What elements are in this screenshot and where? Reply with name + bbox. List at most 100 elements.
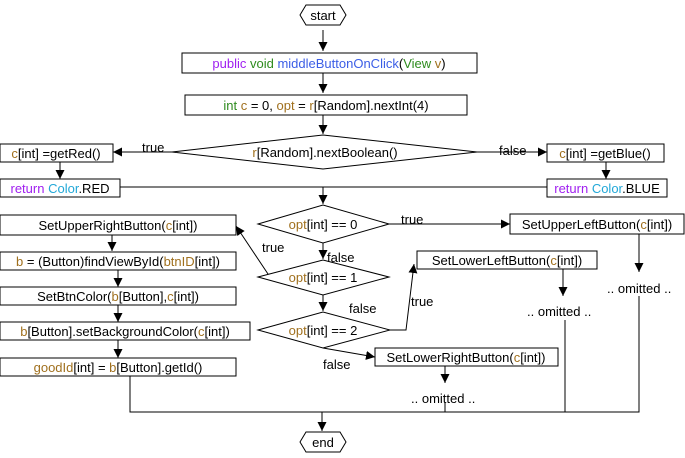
upper-left-label: SetUpperLeftButton(c[int])	[522, 217, 672, 232]
omitted-labels: .. omitted .. .. omitted .. .. omitted .…	[411, 281, 671, 406]
code-token: SetLowerRightButton(	[387, 350, 515, 365]
code-token: [int] =getRed()	[18, 146, 101, 161]
code-token: r	[252, 145, 257, 160]
init-label: int c = 0, opt = r[Random].nextInt(4)	[223, 98, 428, 113]
set-btn-color-box	[0, 286, 237, 306]
code-token: c	[550, 253, 557, 268]
good-id-box	[0, 357, 237, 377]
opt2-true-label: true	[411, 294, 433, 309]
code-token: [int] == 1	[307, 270, 358, 285]
code-token: [int] =getBlue()	[566, 146, 651, 161]
code-token: btnID	[164, 254, 195, 269]
code-token: Color	[48, 181, 80, 196]
code-token: SetUpperLeftButton(	[522, 217, 641, 232]
get-red-label: c[int] =getRed()	[11, 146, 100, 161]
opt1-label: opt[int] == 1	[289, 270, 358, 285]
edge-omitted1-bottom	[322, 296, 640, 413]
code-token: c	[198, 324, 205, 339]
code-token: middleButtonOnClick	[277, 56, 399, 71]
code-token: c	[559, 146, 566, 161]
decision-bool-diamond	[171, 134, 478, 170]
upper-right-box	[0, 214, 237, 236]
opt0-false-label: false	[327, 250, 354, 265]
code-token: b	[109, 360, 116, 375]
code-token: [Button].getId()	[116, 360, 202, 375]
init-box	[184, 94, 468, 116]
get-blue-box	[546, 143, 665, 163]
opt2-false-label: false	[323, 357, 350, 372]
code-token: [Random].nextBoolean()	[257, 145, 398, 160]
code-token: = 0,	[247, 98, 276, 113]
edge-goodid-bottom	[129, 376, 322, 413]
code-token: c	[640, 217, 647, 232]
code-token: return	[11, 181, 49, 196]
code-token: [int])	[647, 217, 672, 232]
code-token: [Button],	[119, 289, 167, 304]
return-blue-label: return Color.BLUE	[554, 181, 660, 196]
start-label: start	[310, 8, 336, 23]
code-token: opt	[289, 217, 307, 232]
set-bg-color-box	[0, 321, 251, 341]
get-blue-label: c[int] =getBlue()	[559, 146, 650, 161]
opt2-label: opt[int] == 2	[289, 323, 358, 338]
code-token: [int])	[520, 350, 545, 365]
method-signature-box	[181, 52, 478, 74]
find-view-box	[0, 251, 237, 271]
code-token: end	[312, 435, 334, 450]
code-token: [int] == 2	[307, 323, 358, 338]
edge-opt2-true	[390, 263, 418, 331]
bool-false-label: false	[499, 143, 526, 158]
opt0-true-label: true	[401, 212, 423, 227]
code-token: [Random].nextInt(4)	[314, 98, 429, 113]
return-red-label: return Color.RED	[11, 181, 110, 196]
upper-left-box	[509, 213, 685, 235]
get-red-box	[0, 143, 114, 163]
lower-left-box	[416, 250, 598, 270]
node-labels: start public void middleButtonOnClick(Vi…	[11, 8, 673, 450]
end-terminator	[299, 431, 347, 453]
lower-left-label: SetLowerLeftButton(c[int])	[432, 253, 582, 268]
code-token: Color	[592, 181, 624, 196]
opt0-diamond	[256, 204, 391, 244]
start-terminator	[299, 4, 347, 26]
code-token: [Button].setBackgroundColor(	[27, 324, 198, 339]
decision-bool-label: r[Random].nextBoolean()	[252, 145, 397, 160]
edge-opt2-false	[322, 347, 376, 360]
code-token: r	[309, 98, 314, 113]
return-blue-box	[546, 178, 668, 198]
shapes	[0, 4, 685, 453]
code-token: .RED	[78, 181, 109, 196]
code-token: c	[241, 98, 248, 113]
code-token: (	[399, 56, 404, 71]
opt1-true-label: true	[262, 240, 284, 255]
code-token: SetBtnColor(	[37, 289, 112, 304]
code-token: = (Button)findViewById(	[23, 254, 164, 269]
code-token: [int])	[557, 253, 582, 268]
code-token: )	[441, 56, 445, 71]
find-view-label: b = (Button)findViewById(btnID[int])	[16, 254, 220, 269]
code-token: v	[435, 56, 442, 71]
code-token: opt	[289, 270, 307, 285]
code-token: [int] =	[73, 360, 109, 375]
code-token: public	[212, 56, 250, 71]
return-red-box	[0, 178, 121, 198]
code-token: opt	[276, 98, 294, 113]
code-token: =	[295, 98, 310, 113]
code-token: c	[514, 350, 521, 365]
edge-labels: true false true false true false true fa…	[142, 140, 526, 372]
omitted-lower-left: .. omitted ..	[527, 304, 591, 319]
edge-opt1-true	[235, 225, 271, 278]
end-label: end	[312, 435, 334, 450]
code-token: [int])	[172, 218, 197, 233]
bool-true-label: true	[142, 140, 164, 155]
set-btn-color-label: SetBtnColor(b[Button],c[int])	[37, 289, 199, 304]
good-id-label: goodId[int] = b[Button].getId()	[34, 360, 203, 375]
code-token: void	[250, 56, 277, 71]
code-token: View	[403, 56, 435, 71]
code-token: .BLUE	[622, 181, 660, 196]
code-token: [int])	[195, 254, 220, 269]
code-token: goodId	[34, 360, 74, 375]
edges	[55, 30, 644, 431]
opt1-diamond	[256, 259, 391, 296]
